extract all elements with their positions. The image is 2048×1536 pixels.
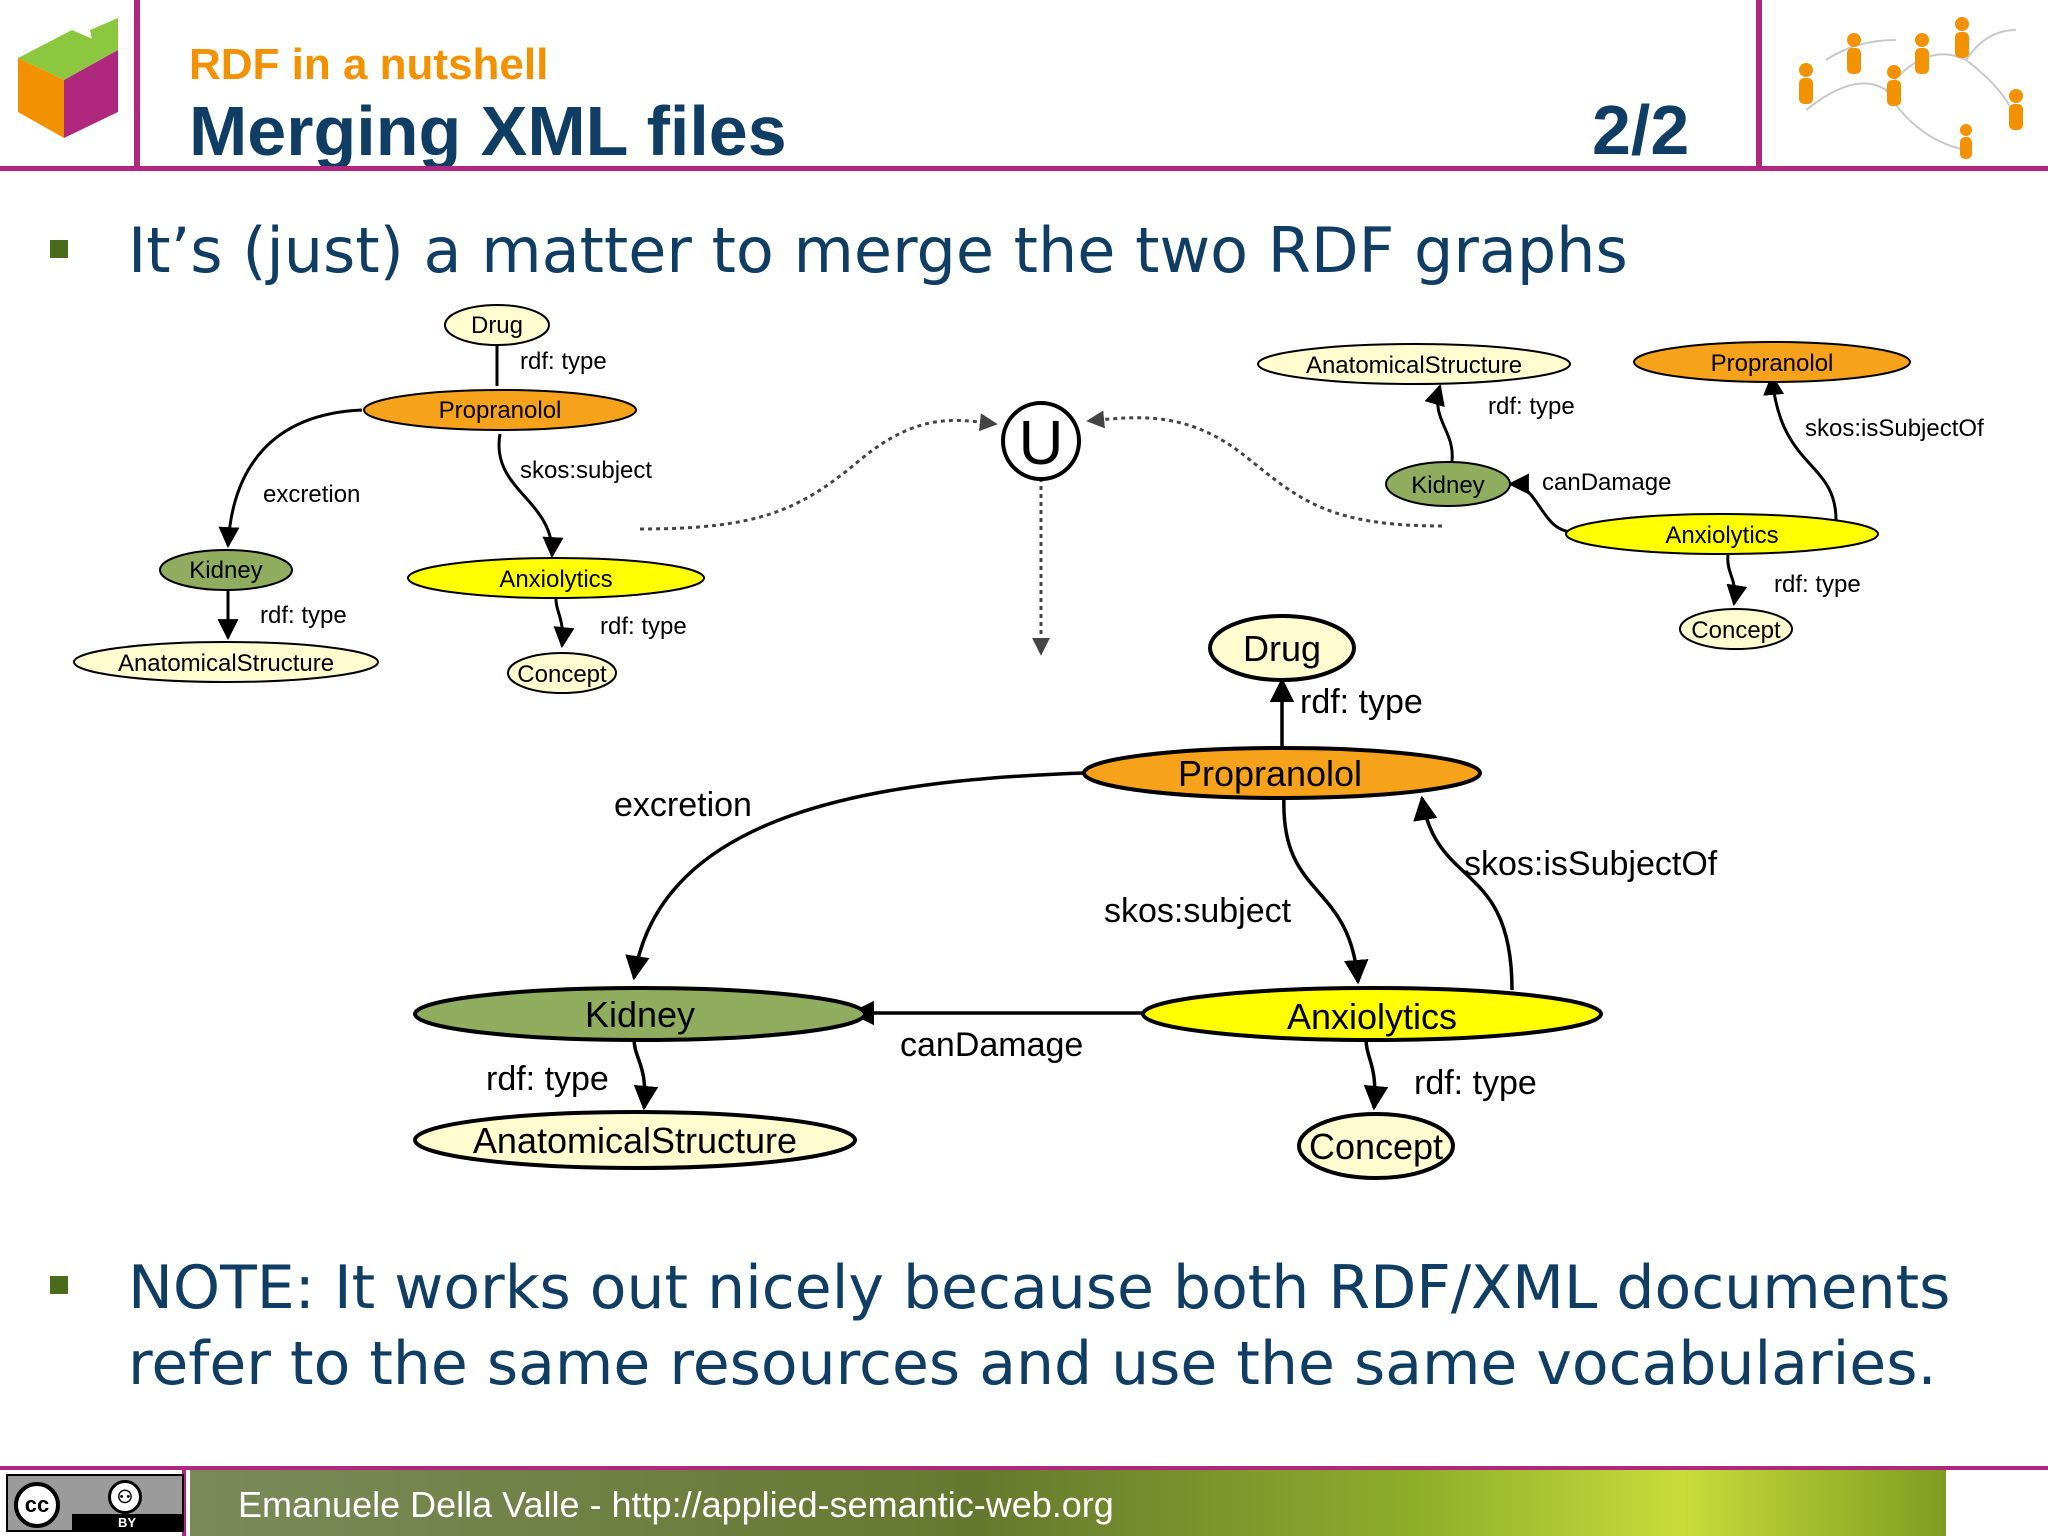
- right-graph-nodes: [1257, 341, 1911, 650]
- merged-edge-label-rdf-type-kidney: rdf: type: [486, 1060, 609, 1098]
- right-label-anatomical: AnatomicalStructure: [1306, 352, 1522, 379]
- left-edge-label-rdf-type-anx: rdf: type: [600, 613, 687, 640]
- right-node-anxiolytics: [1565, 513, 1879, 555]
- slide-subtitle: RDF in a nutshell: [189, 40, 549, 89]
- left-node-kidney: [159, 549, 293, 591]
- merged-label-kidney: Kidney: [585, 994, 695, 1035]
- union-symbol: U: [1019, 409, 1064, 478]
- union-connector-right: [1086, 410, 1443, 528]
- merged-node-drug: [1208, 614, 1356, 682]
- merged-graph-nodes: [413, 614, 1603, 1180]
- merged-node-anatomical: [413, 1110, 857, 1170]
- right-edge-is-subject-of: [1763, 373, 1838, 521]
- logo-cube-left: [18, 58, 64, 138]
- merged-node-anxiolytics: [1141, 986, 1603, 1042]
- header-divider-left: [134, 0, 140, 168]
- left-label-anxiolytics: Anxiolytics: [499, 566, 612, 593]
- left-edge-skos-subject: [497, 433, 564, 559]
- union-connector-left: [639, 413, 998, 531]
- right-edge-label-is-subject-of: skos:isSubjectOf: [1805, 415, 1984, 442]
- merged-edge-label-excretion: excretion: [614, 786, 752, 824]
- cc-badge-inner: cc ⚇ BY: [6, 1474, 184, 1532]
- left-node-anxiolytics: [407, 557, 705, 599]
- merged-node-concept: [1297, 1112, 1455, 1180]
- header-title-block: RDF in a nutshell Merging XML files: [189, 38, 787, 170]
- merged-edge-label-rdf-type-anx: rdf: type: [1414, 1064, 1537, 1102]
- right-node-kidney: [1385, 461, 1511, 507]
- merged-label-propranolol: Propranolol: [1178, 753, 1362, 794]
- bullet-text: It’s (just) a matter to merge the two RD…: [128, 214, 1628, 287]
- logo: [0, 0, 134, 168]
- right-edge-rdf-type-anx: [1726, 553, 1748, 607]
- right-node-anatomical: [1257, 343, 1571, 385]
- left-edge-excretion: [218, 408, 363, 549]
- left-edge-label-rdf-type-kidney: rdf: type: [260, 602, 347, 629]
- attribution-icon: ⚇: [108, 1480, 142, 1514]
- footer-text[interactable]: Emanuele Della Valle - http://applied-se…: [238, 1484, 1114, 1525]
- page-counter: 2/2: [1592, 91, 1690, 169]
- left-edge-label-excretion: excretion: [263, 481, 360, 508]
- merged-edge-is-subject-of: [1413, 795, 1514, 991]
- right-label-concept: Concept: [1691, 617, 1781, 644]
- cc-icon: cc: [14, 1482, 60, 1528]
- union-connectors: [639, 410, 1443, 656]
- left-graph-nodes: [73, 304, 705, 694]
- logo-cube-right: [64, 50, 118, 138]
- left-label-concept: Concept: [517, 661, 607, 688]
- right-node-propranolol: [1633, 341, 1911, 383]
- right-edge-label-rdf-type-anx: rdf: type: [1774, 571, 1861, 598]
- merged-edge-excretion: [625, 771, 1085, 981]
- slide-title: Merging XML files: [189, 92, 787, 170]
- left-label-drug: Drug: [471, 312, 523, 339]
- right-edge-can-damage: [1507, 473, 1575, 534]
- header-rule: [0, 166, 2048, 171]
- left-node-anatomical: [73, 641, 379, 683]
- bullet-text: NOTE: It works out nicely because both R…: [128, 1253, 1951, 1399]
- left-node-drug: [444, 304, 550, 346]
- merged-node-kidney: [413, 986, 867, 1042]
- right-edge-label-rdf-type-kidney: rdf: type: [1488, 393, 1575, 420]
- merged-node-propranolol: [1082, 746, 1482, 800]
- left-node-propranolol: [363, 389, 637, 431]
- right-edge-rdf-type-kidney: [1424, 383, 1454, 462]
- left-node-concept: [507, 652, 617, 694]
- merged-graph: [625, 677, 1514, 1111]
- cc-license-badge[interactable]: cc ⚇ BY: [0, 1470, 186, 1536]
- bullet-marker: [50, 1276, 68, 1294]
- right-label-kidney: Kidney: [1411, 472, 1484, 499]
- header-divider-right: [1756, 0, 1762, 168]
- social-network-image: [1766, 0, 2048, 164]
- left-edge-rdf-type-anx: [553, 595, 575, 649]
- merged-edge-skos-subject: [1282, 795, 1369, 985]
- merged-edge-label-can-damage: canDamage: [900, 1026, 1083, 1064]
- left-label-kidney: Kidney: [189, 557, 262, 584]
- merged-edge-label-is-subject-of: skos:isSubjectOf: [1464, 845, 1718, 883]
- rdf-merge-diagram: Drug Propranolol Kidney Anxiolytics Anat…: [73, 304, 1984, 1180]
- footer-rule: [0, 1466, 2048, 1470]
- merged-edge-rdf-type-anx: [1363, 1037, 1389, 1111]
- bullet-marker: [50, 240, 68, 258]
- merged-label-anatomical: AnatomicalStructure: [473, 1120, 797, 1161]
- merged-edge-rdf-type-kidney: [632, 1037, 659, 1111]
- merged-label-drug: Drug: [1243, 628, 1321, 669]
- merged-label-concept: Concept: [1309, 1126, 1443, 1167]
- merged-edge-label-rdf-type-drug: rdf: type: [1300, 683, 1423, 721]
- right-node-concept: [1679, 608, 1793, 650]
- union-symbol-circle: [1001, 401, 1081, 481]
- merged-label-anxiolytics: Anxiolytics: [1287, 996, 1457, 1037]
- left-edge-label-rdf-type-drug: rdf: type: [520, 348, 607, 375]
- right-graph: [1424, 373, 1838, 607]
- left-edge-label-skos-subject: skos:subject: [520, 457, 652, 484]
- right-label-propranolol: Propranolol: [1711, 350, 1834, 377]
- logo-cube-lid: [90, 18, 118, 58]
- merged-edge-label-skos-subject: skos:subject: [1104, 892, 1292, 930]
- left-label-propranolol: Propranolol: [439, 397, 562, 424]
- left-label-anatomical: AnatomicalStructure: [118, 650, 334, 677]
- right-label-anxiolytics: Anxiolytics: [1665, 522, 1778, 549]
- right-edge-label-can-damage: canDamage: [1542, 469, 1671, 496]
- by-label: BY: [72, 1514, 182, 1532]
- footer-bar: [190, 1470, 1946, 1536]
